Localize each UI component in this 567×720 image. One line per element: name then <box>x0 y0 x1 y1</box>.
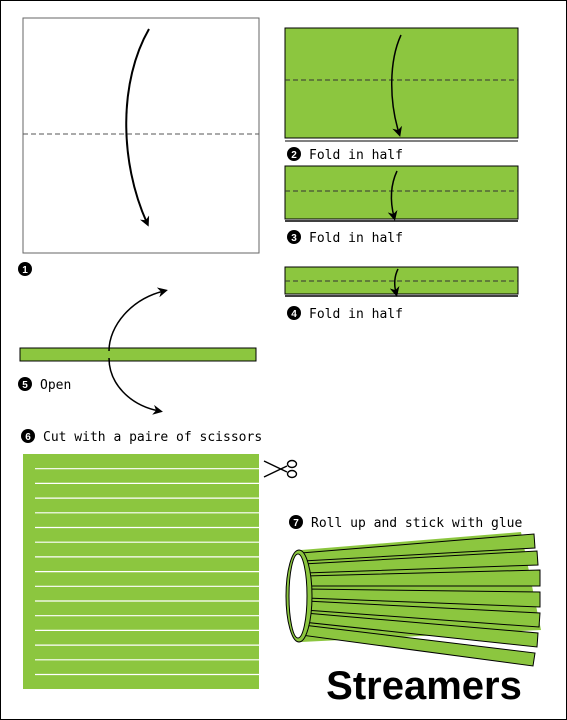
fold-arrow <box>387 170 398 221</box>
cut-lines <box>35 468 259 676</box>
step-number: 6 <box>25 432 31 443</box>
step-7: 7 Roll up and stick with glue <box>285 515 541 667</box>
step-label: Roll up and stick with glue <box>311 516 522 531</box>
square-paper <box>22 17 260 254</box>
scissors-icon <box>263 459 298 479</box>
streamer-strips <box>300 533 541 667</box>
step-number-badge <box>287 306 301 320</box>
step-number: 2 <box>291 150 297 161</box>
step-number-badge <box>287 230 301 244</box>
fold-arrow <box>125 28 150 227</box>
step-number: 1 <box>22 265 28 276</box>
step-number: 3 <box>291 233 297 244</box>
folded-paper <box>284 165 519 220</box>
step-label: Open <box>40 378 71 393</box>
step-label: Cut with a paire of scissors <box>43 430 262 445</box>
step-label: Fold in half <box>309 231 403 246</box>
step-3: 3 Fold in half <box>284 165 519 246</box>
step-number: 5 <box>22 380 28 391</box>
step-number: 4 <box>291 309 297 320</box>
open-arrow-down <box>108 357 163 415</box>
step-4: 4 Fold in half <box>284 266 519 322</box>
step-2: 2 Fold in half <box>284 27 519 163</box>
folded-strip <box>19 347 257 362</box>
step-number-badge <box>289 515 303 529</box>
step-6: 6 Cut with a paire of scissors <box>21 429 298 689</box>
step-number-badge <box>287 147 301 161</box>
step-number-badge <box>21 429 35 443</box>
diagram-title: Streamers <box>326 664 522 708</box>
fold-arrow <box>389 268 400 297</box>
step-number-badge <box>18 262 32 276</box>
fold-arrow <box>390 34 402 137</box>
step-5: 5 Open <box>18 287 257 415</box>
roll-opening-inner <box>288 553 308 639</box>
step-number: 7 <box>293 518 299 529</box>
step-1: 1 <box>18 17 260 276</box>
step-number-badge <box>18 377 32 391</box>
folded-paper <box>284 27 519 139</box>
step-label: Fold in half <box>309 307 403 322</box>
open-arrow-up <box>108 287 168 352</box>
step-label: Fold in half <box>309 148 403 163</box>
